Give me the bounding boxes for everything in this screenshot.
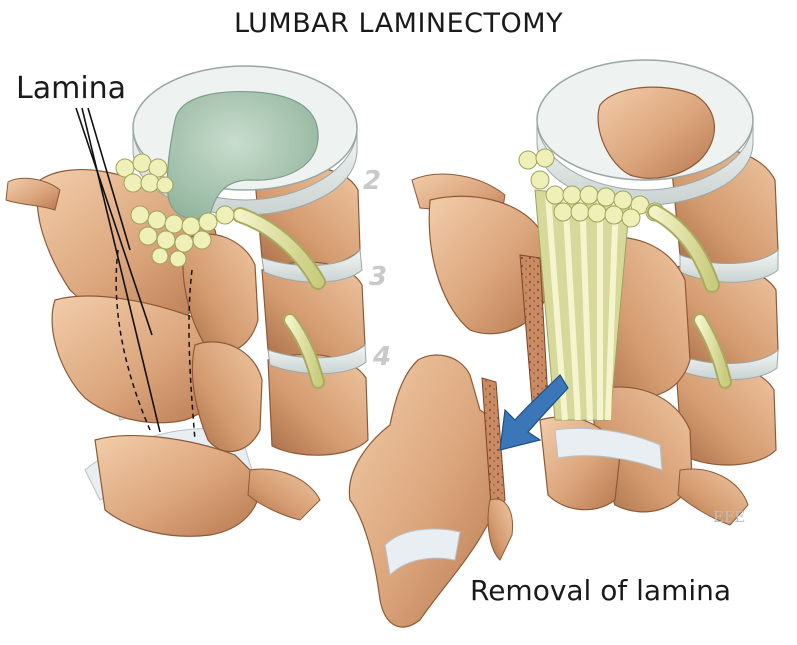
cauda-equina-bundle <box>115 153 235 268</box>
leader-line <box>81 107 161 433</box>
vertebra-level-label: 3 <box>369 262 388 292</box>
lower-process <box>677 468 749 526</box>
cut-line <box>115 249 151 431</box>
nerve-root <box>649 206 718 291</box>
lamina-label: Lamina <box>16 71 127 106</box>
nerve-root <box>285 315 323 387</box>
left-spine <box>5 65 369 537</box>
lower-process <box>247 468 321 521</box>
transverse-process <box>5 177 61 211</box>
removed-lamina-cut-surface <box>481 377 506 522</box>
nerve-root <box>234 209 324 288</box>
diagram-title: LUMBAR LAMINECTOMY <box>233 8 564 39</box>
right-spine <box>411 59 779 526</box>
leader-line <box>75 107 153 336</box>
removed-lamina <box>348 354 514 628</box>
ligament <box>554 427 663 471</box>
vertebra-level-label: 4 <box>373 342 392 372</box>
vertebra-level-label: 2 <box>363 166 382 196</box>
nerve-bundle-cross-section <box>518 148 665 228</box>
leader-line <box>87 107 131 251</box>
nerve-root <box>695 315 730 387</box>
ligament-fragment <box>384 528 461 577</box>
lamina-lower <box>94 435 261 537</box>
lower-fragment <box>487 498 514 561</box>
spinous-process <box>191 341 263 453</box>
removal-arrow <box>499 374 569 451</box>
disc-cavity <box>597 86 715 179</box>
removal-label: Removal of lamina <box>470 574 732 607</box>
disc-nucleus <box>166 91 319 220</box>
cut-line <box>188 269 196 441</box>
posterior-element <box>428 195 546 335</box>
artist-signature: EFE <box>713 508 746 526</box>
exposed-nerve-bundle <box>534 189 631 421</box>
